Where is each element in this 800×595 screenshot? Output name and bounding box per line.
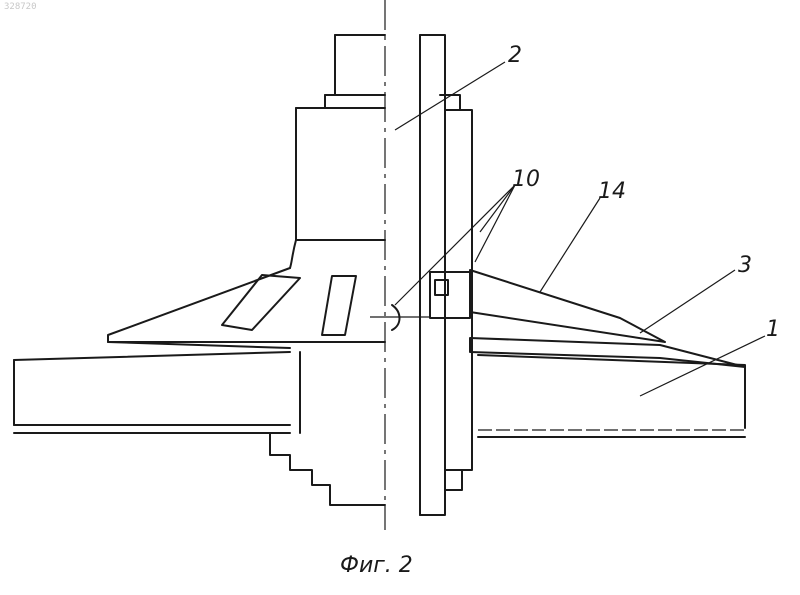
label-openings: 10 [512,167,540,192]
base-plate [14,338,745,437]
label-base: 1 [766,317,780,342]
label-cone-part: 14 [598,179,626,204]
shaft [385,0,472,530]
label-shaft: 2 [508,43,522,68]
upper-hub [290,35,385,268]
lower-hub [270,352,385,505]
label-disc: 3 [738,253,752,278]
figure-caption: Фиг. 2 [340,553,413,578]
conical-distributor [108,268,385,348]
corner-code: 328720 [4,2,37,12]
leaders [395,62,765,396]
cone-right [370,270,665,342]
